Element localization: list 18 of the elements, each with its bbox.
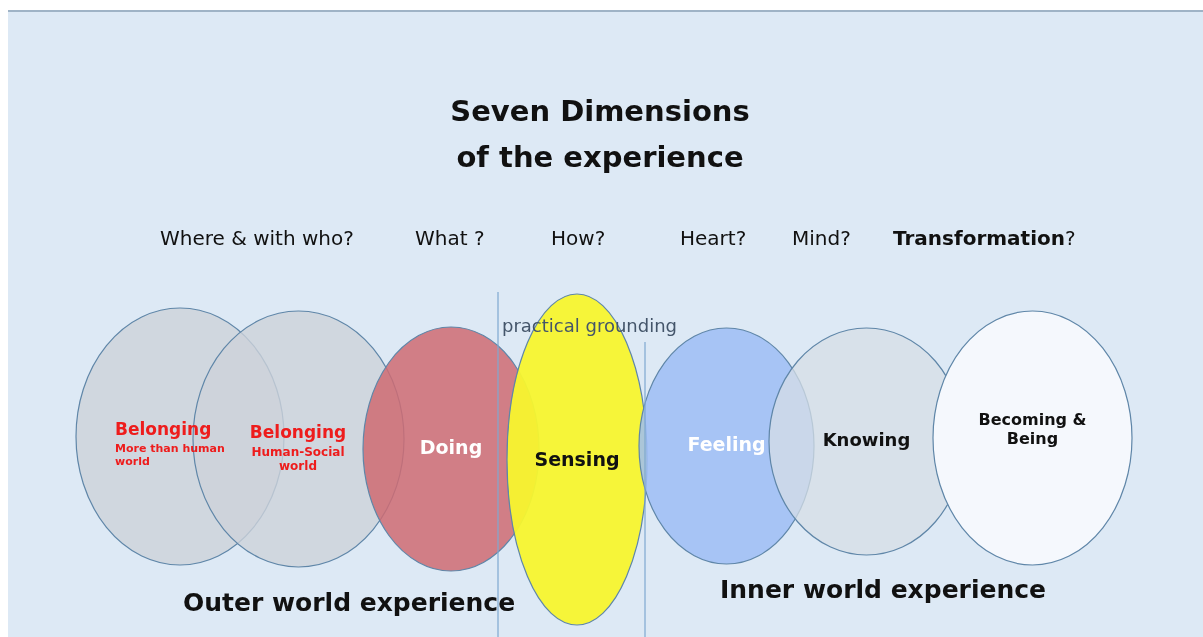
node-label: Feeling: [686, 433, 767, 456]
node-sublabel: More than human world: [115, 441, 226, 469]
question-label: Mind?: [792, 226, 851, 250]
node-label: Becoming & Being: [977, 410, 1088, 449]
node-label: Sensing: [533, 448, 621, 471]
question-label: Heart?: [680, 226, 747, 250]
question-label: Where & with who?: [160, 226, 354, 250]
node-label: Doing: [418, 436, 484, 459]
node-sublabel: Human-Social world: [250, 444, 346, 474]
question-label: What ?: [415, 226, 485, 250]
node-label: Belonging: [248, 422, 348, 443]
node-label: Belonging: [115, 419, 213, 440]
node-label: Knowing: [821, 429, 912, 451]
question-label: How?: [551, 226, 606, 250]
group-label: Inner world experience: [720, 575, 1046, 604]
group-label: Outer world experience: [183, 588, 516, 617]
title: Seven Dimensions of the experience: [449, 93, 751, 177]
question-label: Transformation?: [893, 226, 1076, 250]
